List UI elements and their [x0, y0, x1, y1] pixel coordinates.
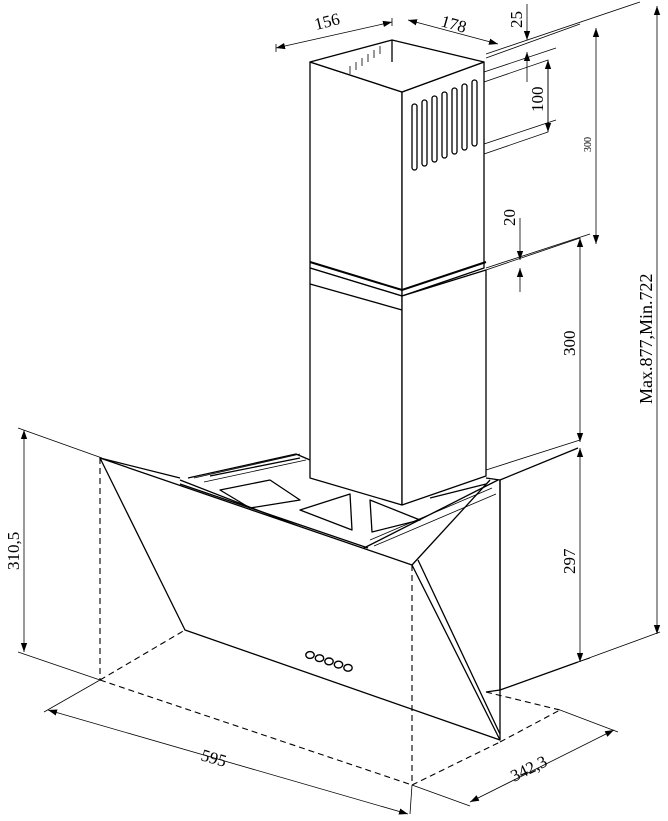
svg-text:300: 300	[560, 331, 579, 357]
dim-hood-width: 595	[43, 679, 413, 815]
dim-overlap: 20	[500, 209, 524, 292]
dim-total-height: Max.877,Min.722	[577, 6, 661, 663]
dim-upper-chimney: 300	[485, 1, 641, 269]
svg-text:25: 25	[507, 11, 526, 28]
svg-text:20: 20	[500, 209, 519, 226]
dim-vent-height: 100	[483, 47, 557, 145]
svg-text:300: 300	[583, 137, 594, 152]
control-button	[343, 663, 353, 672]
control-button	[305, 650, 315, 660]
svg-text:Max.877,Min.722: Max.877,Min.722	[636, 274, 656, 405]
dim-vent-offset: 25	[485, 4, 581, 82]
svg-text:156: 156	[312, 9, 341, 34]
control-button	[314, 654, 325, 663]
lower-chimney	[309, 261, 487, 506]
svg-text:100: 100	[528, 87, 547, 113]
glass-canopy	[99, 457, 501, 741]
svg-text:342,3: 342,3	[507, 752, 550, 786]
upper-chimney	[309, 39, 549, 297]
vent-slots-back	[349, 46, 381, 74]
dim-hood-depth: 342,3	[411, 709, 619, 807]
dim-hood-height: 310,5	[4, 427, 103, 681]
vent-slots-front	[411, 79, 478, 171]
control-buttons	[305, 650, 353, 672]
dim-chimney-width: 178	[407, 12, 499, 45]
dim-lower-chimney: 300	[485, 237, 584, 471]
svg-text:178: 178	[439, 12, 469, 37]
svg-text:297: 297	[560, 548, 579, 574]
control-button	[333, 660, 344, 669]
control-button	[324, 657, 334, 666]
svg-text:595: 595	[199, 746, 229, 771]
dim-canopy-back: 297	[560, 448, 591, 663]
svg-text:310,5: 310,5	[4, 532, 23, 570]
